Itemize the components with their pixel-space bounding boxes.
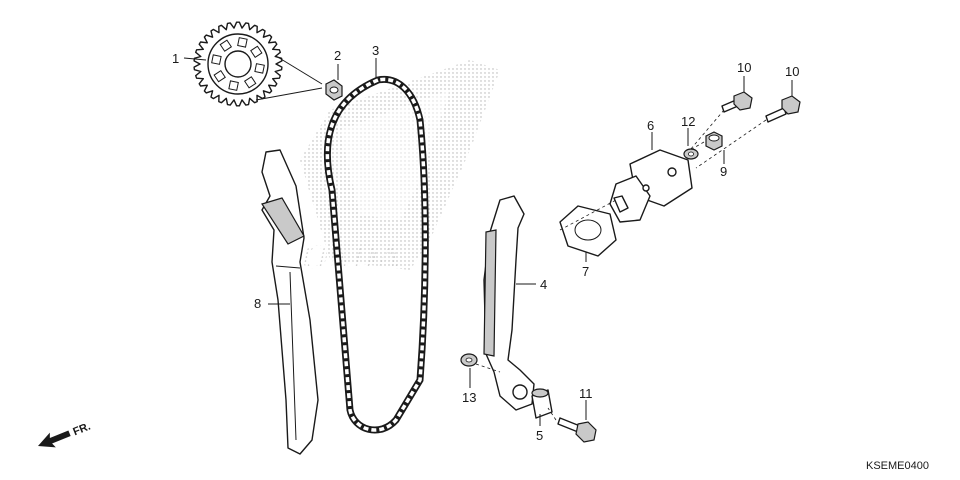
sprocket-bolt xyxy=(325,79,343,101)
arm-pivot-bolt xyxy=(557,417,597,443)
direction-marker: FR. xyxy=(38,420,92,448)
sprocket-window xyxy=(219,39,233,52)
tensioner-lifter xyxy=(609,149,693,223)
assembly-lines xyxy=(475,109,767,421)
callout-13: 13 xyxy=(462,390,476,405)
callout-9: 9 xyxy=(720,164,727,179)
callout-6: 6 xyxy=(647,118,654,133)
arm-collar xyxy=(531,388,553,419)
sprocket-bolt-leader-2 xyxy=(255,87,323,101)
sprocket-window xyxy=(228,80,239,91)
direction-label: FR. xyxy=(71,420,92,438)
callout-7: 7 xyxy=(582,264,589,279)
callout-1: 1 xyxy=(172,51,179,66)
callout-3: 3 xyxy=(372,43,379,58)
callout-2: 2 xyxy=(334,48,341,63)
sprocket-window xyxy=(211,54,222,65)
chain-tensioner-arm xyxy=(483,195,535,411)
sprocket-window xyxy=(243,76,257,89)
sprocket-bolt-leader xyxy=(275,55,323,85)
sprocket-window xyxy=(213,69,226,83)
callout-12: 12 xyxy=(681,114,695,129)
drawing-code: KSEME0400 xyxy=(866,460,929,472)
sprocket-window xyxy=(254,63,265,74)
callout-4: 4 xyxy=(540,277,547,292)
lifter-bolt-right xyxy=(765,95,801,123)
callout-leaders xyxy=(183,57,793,426)
lifter-bolt-left xyxy=(721,91,753,113)
watermark-logo: HONDA xyxy=(271,60,500,276)
callout-11: 11 xyxy=(579,386,593,401)
sprocket-window xyxy=(237,37,248,48)
sealing-bolt xyxy=(705,131,723,151)
callout-10-left: 10 xyxy=(737,60,751,75)
cam-chain xyxy=(323,75,429,434)
cam-sprocket xyxy=(193,21,283,107)
callout-8: 8 xyxy=(254,296,261,311)
callout-labels: 1 2 3 4 5 6 7 8 9 10 10 11 12 13 xyxy=(172,43,799,443)
arrow-left-icon xyxy=(38,430,71,448)
sprocket-window xyxy=(250,45,263,59)
arm-washer xyxy=(460,353,478,367)
chain-guide xyxy=(261,149,319,455)
lifter-gasket xyxy=(559,205,617,257)
callout-10-right: 10 xyxy=(785,64,799,79)
sealing-washer xyxy=(683,148,699,160)
callout-5: 5 xyxy=(536,428,543,443)
